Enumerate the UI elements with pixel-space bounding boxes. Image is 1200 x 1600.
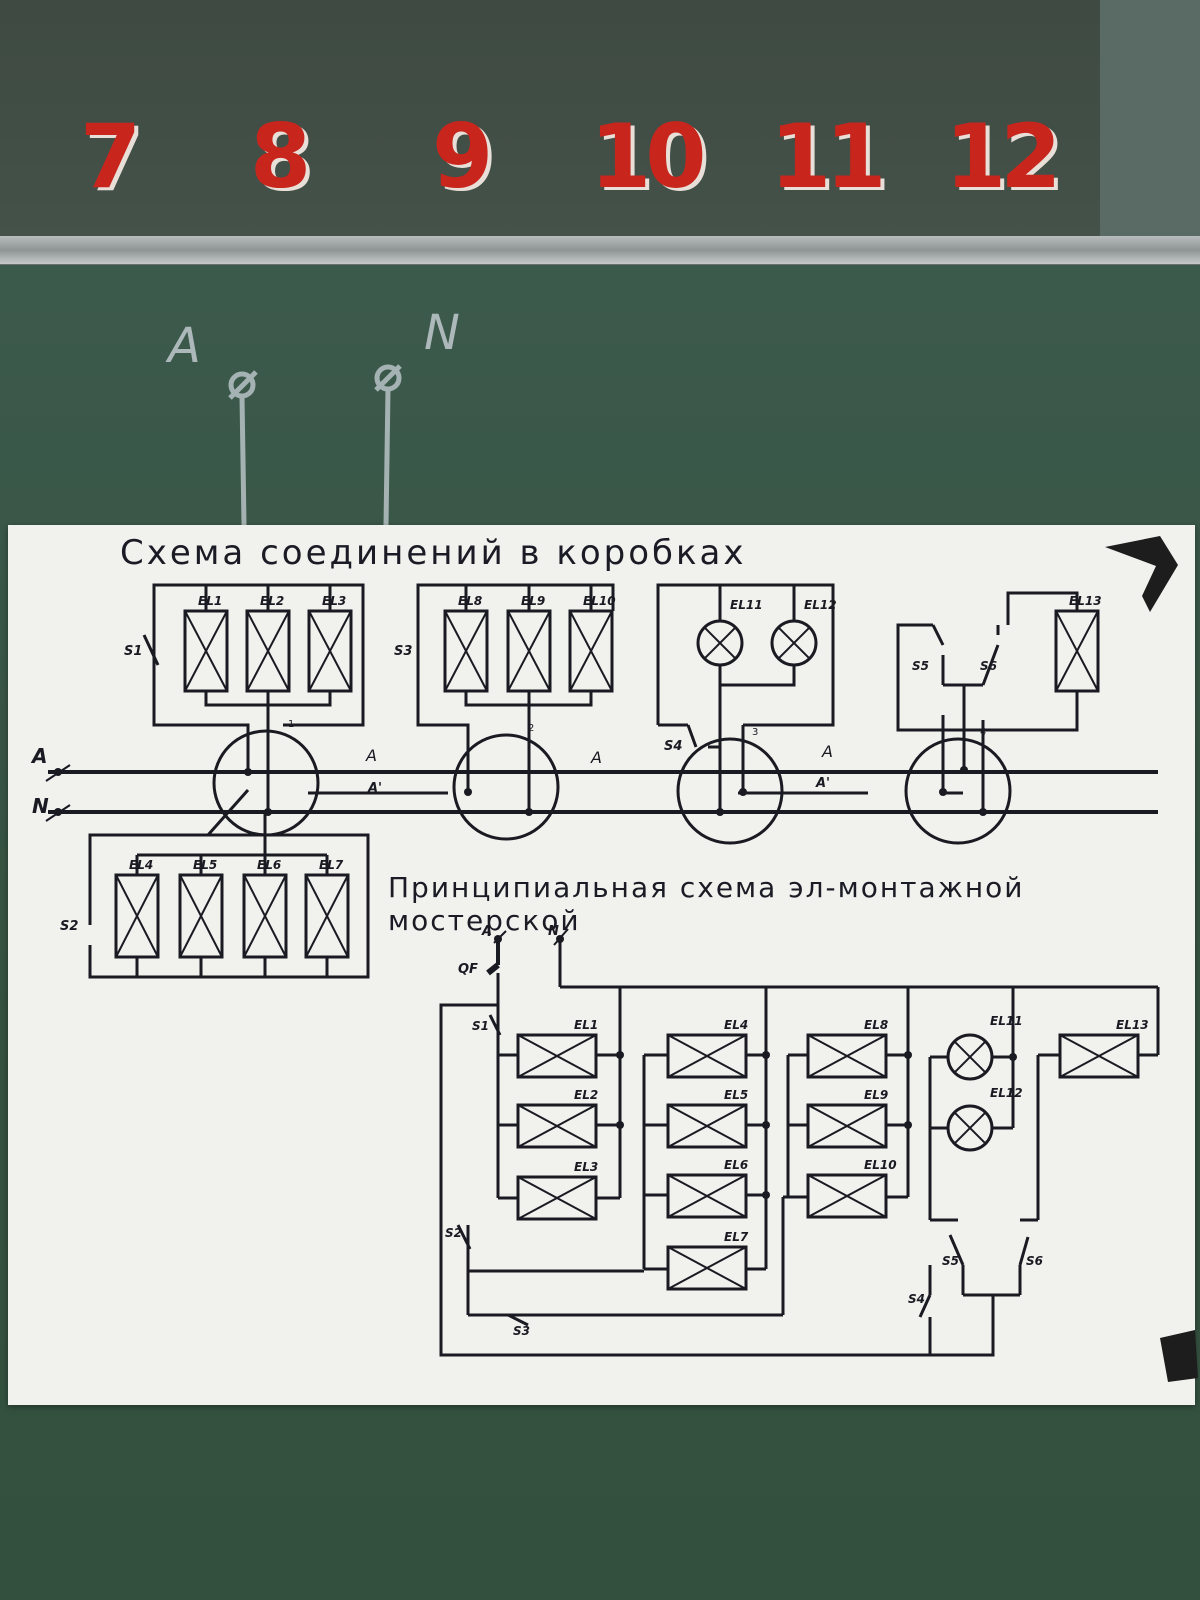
fixture-label: EL9: [864, 1088, 888, 1102]
switch-label: S5: [942, 1254, 959, 1268]
fixture-label: EL5: [724, 1088, 748, 1102]
bus-label-neutral: N: [32, 794, 49, 818]
junction-dot: [739, 788, 747, 796]
wall-number: 11: [770, 105, 886, 208]
tape-top-right: [1105, 536, 1178, 612]
tape-bottom-right: [1160, 1330, 1198, 1382]
fixture-label: EL7: [319, 858, 344, 872]
junction-dot: [979, 808, 987, 816]
fixture-label: EL2: [260, 594, 284, 608]
switch-label: S4: [664, 739, 682, 754]
circuit-diagram: AN1234A'A'AAAEL1EL2EL3S1EL8EL9EL10S3EL11…: [30, 583, 1160, 1357]
breaker-label: QF: [458, 962, 478, 977]
supply-label-phase: A: [481, 924, 492, 939]
title-principal-scheme: Принципиальная схема эл-монтажной мостер…: [388, 871, 1025, 937]
junction-dot: [464, 788, 472, 796]
junction-dot: [762, 1051, 770, 1059]
fixture-label: EL4: [129, 858, 153, 872]
fixture-label: EL7: [724, 1230, 749, 1244]
junction-number: 2: [528, 723, 534, 734]
tap-label: A': [815, 776, 830, 791]
title-junction-scheme: Схема соединений в коробках: [120, 533, 747, 573]
chalk-label-neutral: N: [424, 305, 460, 361]
wiring-poster: Схема соединений в коробках Принципиальн…: [8, 525, 1195, 1405]
fixture-label: EL3: [574, 1160, 598, 1174]
fixture-label: EL8: [864, 1018, 888, 1032]
fixture-label: EL2: [574, 1088, 598, 1102]
switch-label: S3: [513, 1324, 530, 1338]
junction-dot: [762, 1121, 770, 1129]
junction-dot: [762, 1191, 770, 1199]
wall-pillar: [1100, 0, 1200, 260]
switch-label: S2: [60, 919, 78, 934]
fixture-label: EL13: [1116, 1018, 1149, 1032]
junction-box: [904, 737, 1012, 845]
fixture-label: EL6: [724, 1158, 748, 1172]
junction-dot: [244, 768, 252, 776]
fixture-label: EL1: [574, 1018, 598, 1032]
switch-label: S5: [912, 659, 929, 673]
fixture-label: EL4: [724, 1018, 748, 1032]
wall-number: 8: [250, 105, 311, 208]
lamp-label: EL11: [730, 598, 763, 612]
chalk-label-phase: A: [168, 318, 201, 374]
wall: [0, 0, 1200, 245]
fixture-label: EL3: [322, 594, 346, 608]
fixture-label: EL1: [198, 594, 222, 608]
fixture-label: EL10: [864, 1158, 897, 1172]
switch-label: S6: [1026, 1254, 1043, 1268]
faint-phase-label: A: [821, 742, 833, 761]
lamp-label: EL12: [804, 598, 837, 612]
wall-number: 7: [80, 105, 141, 208]
switch-label: S6: [980, 659, 997, 673]
junction-box: [676, 737, 784, 845]
fixture-label: EL8: [458, 594, 482, 608]
wall-number: 10: [590, 105, 706, 208]
junction-dot: [939, 788, 947, 796]
chalk-wires: [228, 364, 402, 526]
fixture-label: EL5: [193, 858, 217, 872]
junction-dot: [616, 1121, 624, 1129]
junction-dot: [960, 766, 968, 774]
switch-label: S2: [445, 1226, 462, 1240]
faint-phase-label: A: [590, 748, 602, 767]
fixture-label: EL9: [521, 594, 545, 608]
wall-number: 12: [945, 105, 1061, 208]
junction-dot: [904, 1121, 912, 1129]
bus-label-phase: A: [30, 744, 47, 768]
faint-phase-label: A: [365, 746, 377, 765]
junction-dot: [525, 808, 533, 816]
junction-dot: [716, 808, 724, 816]
fixture-label: EL6: [257, 858, 281, 872]
switch-label: S1: [472, 1019, 489, 1033]
wall-number: 9: [432, 105, 493, 208]
switch-label: S4: [908, 1292, 925, 1306]
switch-label: S3: [394, 644, 412, 659]
junction-box: [452, 733, 560, 841]
junction-number: 3: [752, 727, 758, 738]
switch-label: S1: [124, 644, 142, 659]
supply-label-neutral: N: [548, 924, 559, 939]
junction-dot: [1009, 1053, 1017, 1061]
junction-dot: [616, 1051, 624, 1059]
junction-dot: [904, 1051, 912, 1059]
